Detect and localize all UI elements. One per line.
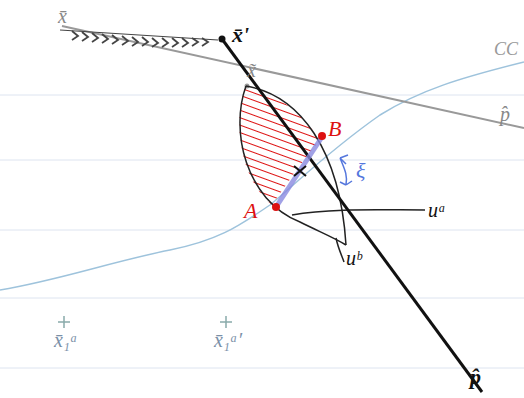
curve-label: uᵇ xyxy=(346,248,361,268)
point-label: B xyxy=(328,118,341,140)
curve-label: CC xyxy=(494,40,518,58)
point-label: A xyxy=(244,200,257,222)
direction-label: p̂ xyxy=(470,366,481,388)
epsilon-label: ξ xyxy=(356,160,365,182)
point-label: x̄' xyxy=(232,24,249,46)
point-label: x̃ xyxy=(247,60,256,80)
axis-label: x̄₁ᵃ′ xyxy=(214,330,242,350)
curve-label: uᵃ xyxy=(428,200,446,220)
direction-label: p̂ xyxy=(500,104,510,124)
point-label: x̄ xyxy=(58,6,67,26)
axis-label: x̄₁ᵃ xyxy=(54,330,78,350)
